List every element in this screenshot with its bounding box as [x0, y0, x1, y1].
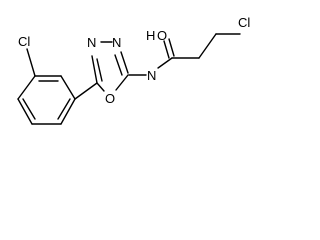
bond-aryl-oxadiazole: [74, 82, 98, 100]
atom-cl-chain: Cl: [238, 15, 250, 30]
bond-benzene-double-1: [22, 98, 36, 120]
oxadiazole-ring: [91, 41, 129, 92]
bond-ring-c5-n4: [91, 55, 98, 84]
bond-benzene-double-2: [57, 98, 71, 120]
atom-o-ring: O: [105, 91, 115, 106]
atom-cl-aryl: Cl: [18, 34, 30, 49]
bond-benzene-2: [17, 98, 33, 125]
bond-ring-c2-o: [115, 74, 129, 91]
bond-ring-n3-c2: [120, 51, 129, 74]
bond-carbonyl-double-1: [163, 40, 170, 59]
bond-aryl-cl: [26, 48, 36, 77]
bond-benzene-1: [17, 75, 36, 100]
bond-ring-n3-c2-double: [114, 54, 123, 76]
bond-ring-c5-n4-double: [96, 58, 103, 82]
bond-chain-2: [198, 33, 217, 59]
bond-benzene-4: [60, 98, 76, 125]
atom-h-amide: H: [146, 28, 155, 43]
atom-n-amide: N: [147, 68, 156, 83]
bond-benzene-5: [60, 75, 76, 100]
atom-n3: N: [112, 35, 121, 50]
bond-carbonyl-double-2: [168, 38, 175, 57]
atom-o-carbonyl: O: [157, 28, 167, 43]
benzene-ring: [17, 75, 76, 125]
bond-ring-o-c5: [96, 82, 105, 92]
atom-n4: N: [87, 35, 96, 50]
molecule-structure-diagram: Cl N N O N H O Cl: [17, 15, 250, 125]
bond-nh-carbonyl: [157, 57, 173, 69]
